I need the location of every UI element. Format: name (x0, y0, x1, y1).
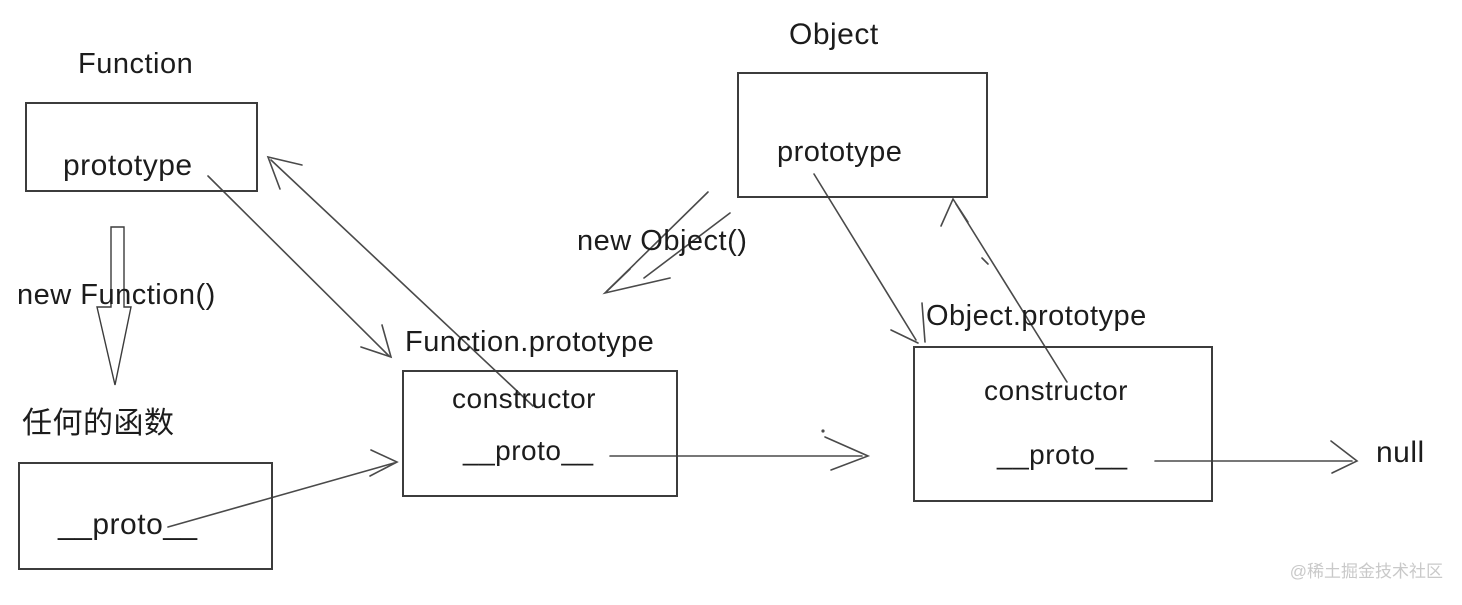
object-box (737, 72, 988, 198)
any-function-box (18, 462, 273, 570)
function-prototype-box (402, 370, 678, 497)
arrow-constructor-to-function-box (266, 155, 534, 407)
arrow-anyfunction-proto-to-functionprototype-box (167, 449, 399, 528)
function-box (25, 102, 258, 192)
object-box-field-prototype: prototype (777, 136, 903, 168)
arrow-object-prototype-to-objectprototype-box (813, 173, 926, 344)
object-prototype-box-field-proto: __proto__ (997, 439, 1128, 470)
arrow-objectprototype-proto-to-null (1154, 440, 1359, 474)
arrow-objectprototype-constructor-to-object-box (940, 197, 1068, 383)
new-object-arrow (602, 191, 731, 295)
null-text: null (1376, 436, 1425, 469)
function-box-field-prototype: prototype (63, 149, 193, 182)
function-prototype-box-field-proto: __proto__ (463, 435, 594, 466)
object-prototype-box-title: Object.prototype (926, 300, 1147, 332)
object-prototype-box (913, 346, 1213, 502)
any-function-box-title: 任何的函数 (22, 407, 175, 440)
function-box-title: Function (78, 48, 194, 80)
arrow-function-prototype-to-functionprototype-box (207, 175, 393, 359)
stray-dot (821, 429, 825, 433)
function-prototype-box-field-constructor: constructor (452, 383, 596, 414)
object-prototype-box-field-constructor: constructor (984, 375, 1128, 406)
watermark: @稀土掘金技术社区 (1289, 562, 1443, 581)
new-object-text: new Object() (577, 225, 748, 257)
new-function-text: new Function() (17, 279, 216, 311)
function-prototype-box-title: Function.prototype (405, 326, 655, 358)
arrow-functionprototype-proto-to-objectprototype-box (609, 429, 871, 471)
object-box-title: Object (789, 18, 879, 51)
any-function-box-field-proto: __proto__ (58, 508, 198, 541)
new-function-block-arrow (96, 226, 132, 386)
